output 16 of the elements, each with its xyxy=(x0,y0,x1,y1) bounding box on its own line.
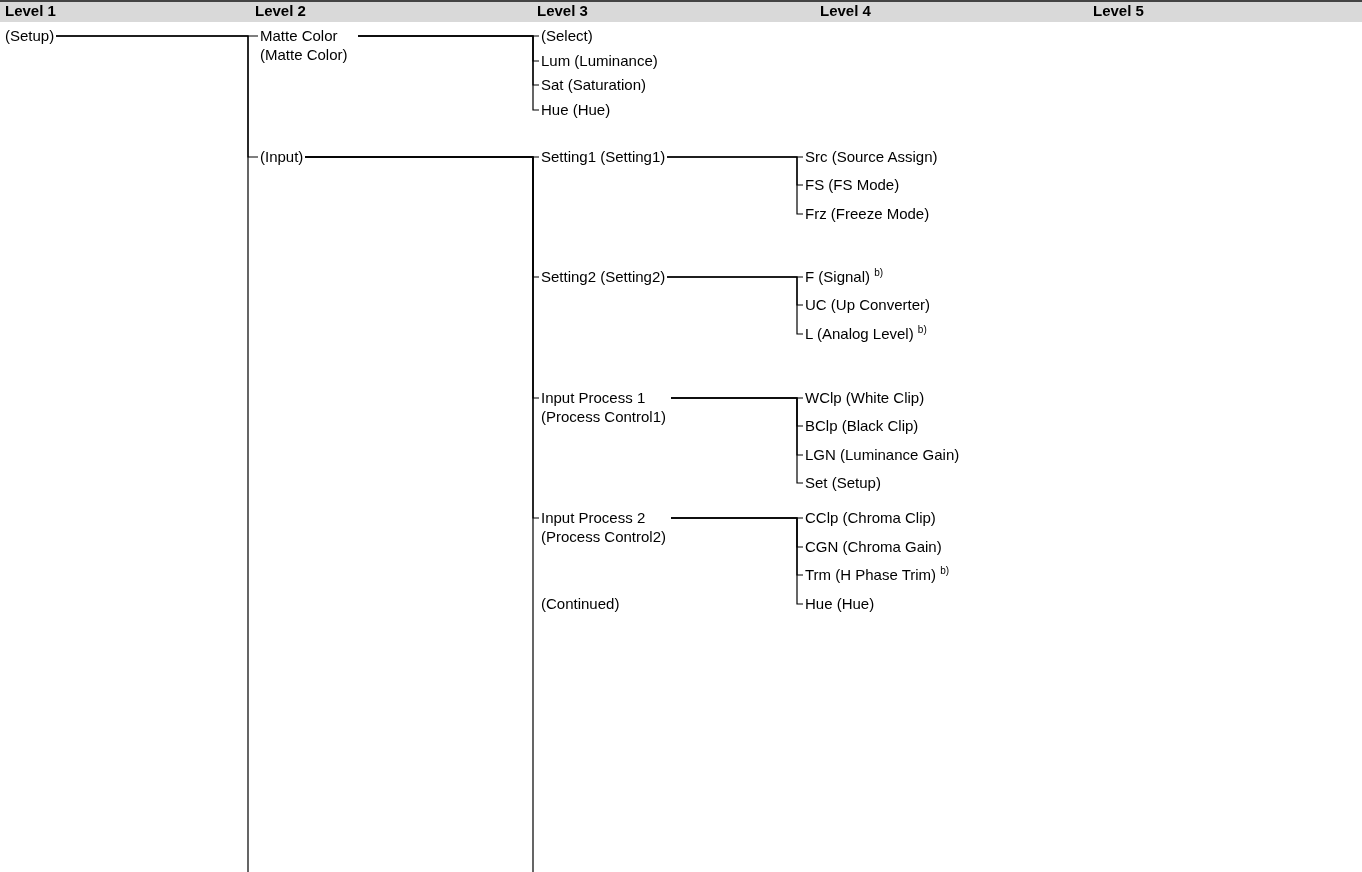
connector-line xyxy=(666,156,804,215)
menu-item: F (Signal) $^{b)}$ xyxy=(803,267,886,286)
column-header: Level 1 xyxy=(5,2,56,20)
connector-line xyxy=(357,35,540,111)
connector-line xyxy=(304,156,534,872)
column-header: Level 5 xyxy=(1093,2,1144,20)
connector-line xyxy=(670,397,804,484)
column-header: Level 2 xyxy=(255,2,306,20)
column-header: Level 4 xyxy=(820,2,871,20)
connector-line xyxy=(666,276,804,335)
continuation-note: (Continued) xyxy=(541,594,620,613)
connector-line xyxy=(670,517,804,605)
column-header: Level 3 xyxy=(537,2,588,20)
menu-item: Trm (H Phase Trim) $^{b)}$ xyxy=(803,565,952,584)
menu-item: L (Analog Level) $^{b)}$ xyxy=(803,324,929,343)
connector-line xyxy=(55,35,249,872)
